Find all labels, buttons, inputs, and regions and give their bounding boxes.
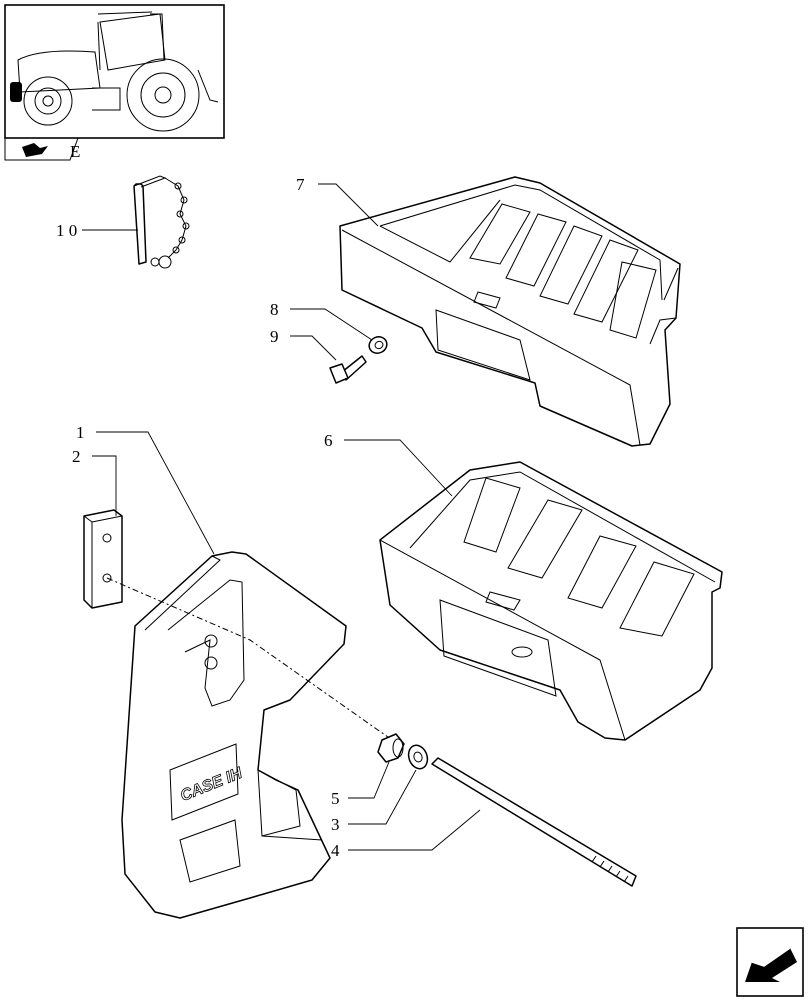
- part-8-washer: [368, 336, 388, 354]
- part-10-pin-with-chain: [133, 175, 190, 269]
- arrow-left-icon: [745, 947, 797, 982]
- callout-7: 7: [296, 175, 305, 194]
- tractor-thumbnail: [4, 4, 225, 139]
- callout-1: 1: [76, 423, 85, 442]
- section-tab[interactable]: E: [4, 137, 80, 161]
- thumb-label: E: [70, 142, 80, 161]
- callout-4: 4: [331, 841, 340, 860]
- assembly-centerline: [106, 577, 396, 743]
- callout-labels: 7 1 0 8 9 6 1 2 5 3 4: [56, 175, 340, 860]
- callout-10: 1 0: [56, 221, 77, 240]
- part-7-weight: [339, 176, 681, 447]
- part-4-threaded-rod: [431, 757, 637, 887]
- part-5-spacer: [377, 733, 405, 763]
- callout-3: 3: [331, 815, 340, 834]
- part-6-weight: [379, 461, 723, 741]
- callout-9: 9: [270, 327, 279, 346]
- arrow-right-icon: [22, 143, 48, 157]
- part-2-plate: [83, 509, 123, 609]
- leader-lines: [82, 183, 481, 851]
- callout-6: 6: [324, 431, 333, 450]
- part-9-bolt: [329, 355, 367, 384]
- callout-5: 5: [331, 789, 340, 808]
- callout-2: 2: [72, 447, 81, 466]
- part-1-bracket: CASE IH: [121, 551, 347, 919]
- tractor-icon: [10, 11, 219, 132]
- back-nav-button[interactable]: [736, 927, 804, 997]
- callout-8: 8: [270, 300, 279, 319]
- part-3-washer: [407, 744, 429, 770]
